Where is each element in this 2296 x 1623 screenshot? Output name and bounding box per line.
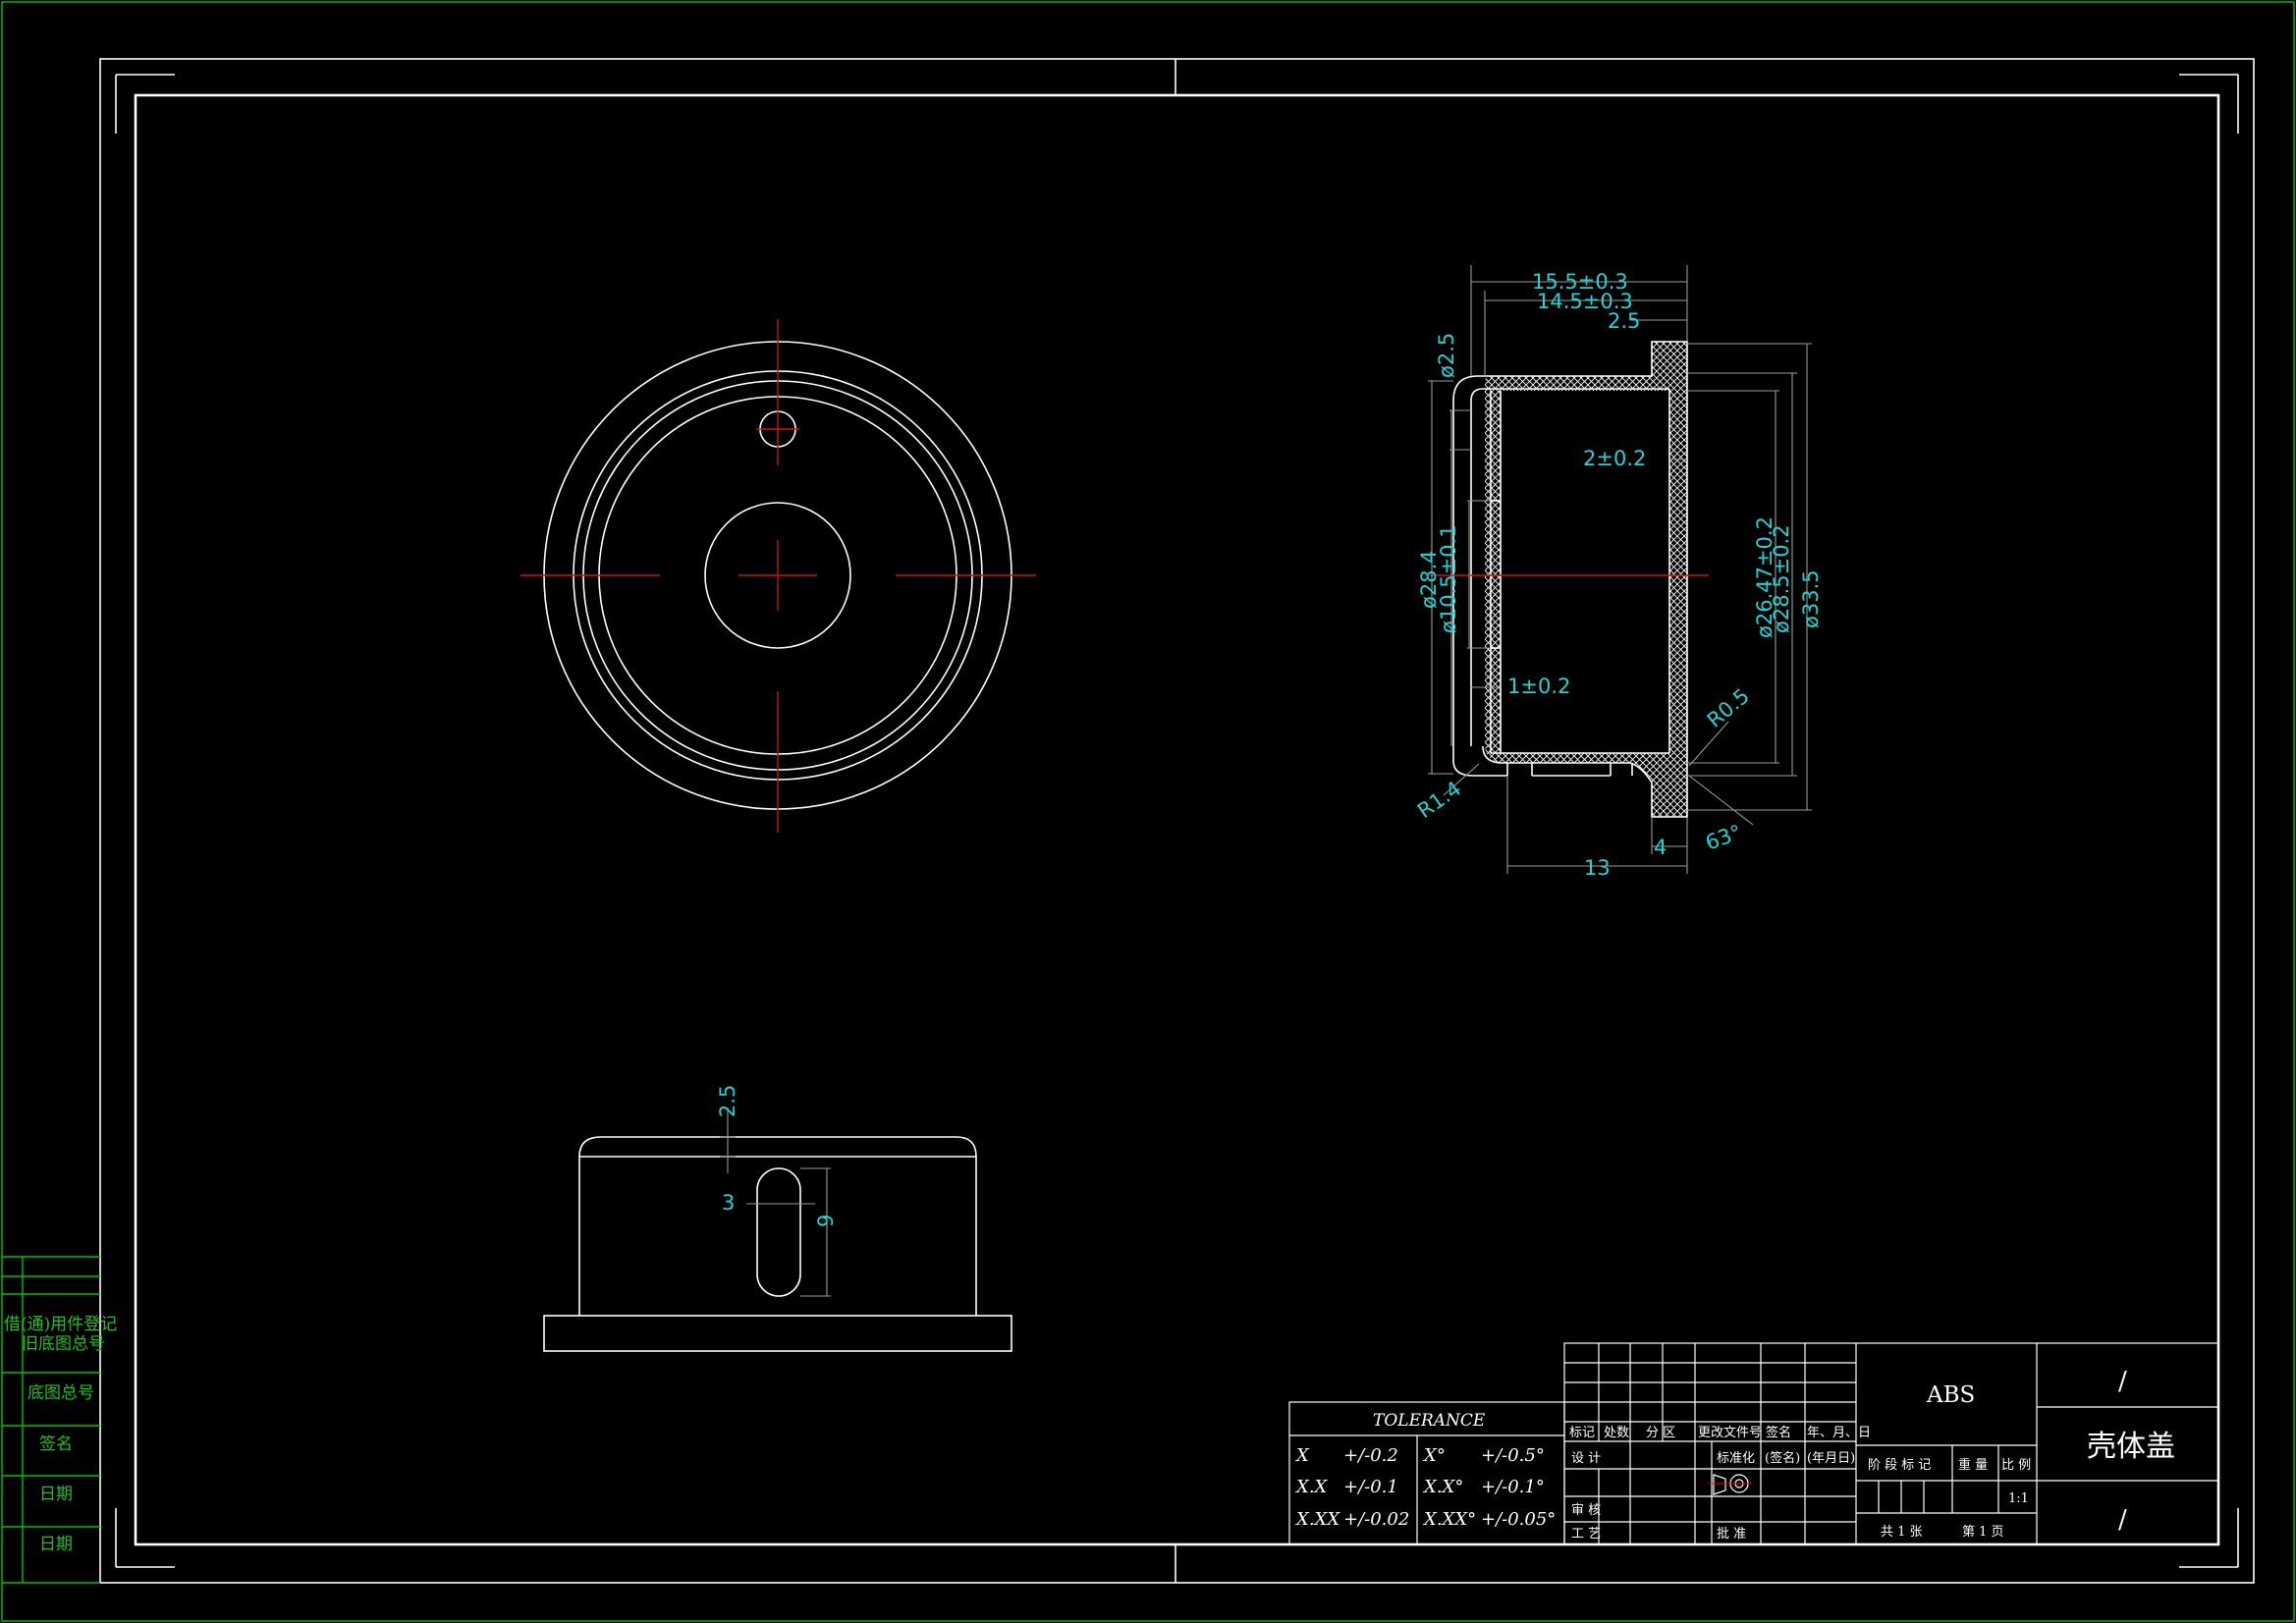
tolerance-title: TOLERANCE [1373,1411,1486,1431]
dim-text: 2.5 [716,1085,739,1117]
title-header-label: 签名 [1766,1425,1791,1440]
tolerance-key: X [1294,1445,1310,1466]
side-strip-cell: 日期 [39,1485,73,1504]
title-header-label: 处数 [1604,1426,1629,1440]
tolerance-key: X.X [1294,1477,1329,1497]
title-part-name: 壳体盖 [2087,1430,2175,1464]
tolerance-value: +/-0.2 [1343,1445,1398,1466]
dim-text: 3 [722,1191,735,1215]
dim-text: 4 [1654,836,1667,859]
title-sheets-total: 共 1 张 [1881,1525,1923,1540]
tolerance-value: +/-0.1 [1343,1477,1398,1497]
tolerance-value: +/-0.02 [1343,1509,1409,1530]
title-stage-label: 阶 段 标 记 [1868,1458,1931,1473]
title-scale-label: 比 例 [2001,1458,2031,1473]
tolerance-key: X.X° [1422,1477,1463,1497]
title-material: ABS [1926,1382,1975,1408]
title-header-label: 更改文件号 [1698,1426,1762,1440]
dim-text: ø28.5±0.2 [1770,524,1793,633]
title-approve-label: 批 准 [1717,1527,1746,1542]
title-slash-bottom: / [2118,1505,2127,1535]
tolerance-key: X.XX° [1422,1509,1476,1530]
tolerance-key: X° [1422,1445,1446,1466]
tolerance-value: +/-0.1° [1481,1477,1545,1497]
tolerance-value: +/-0.5° [1481,1445,1545,1466]
tolerance-table: TOLERANCE X +/-0.2 X° +/-0.5° X.X +/-0.1… [1288,1401,1565,1545]
dim-text: R0.5 [1703,684,1754,732]
title-signature-label: (签名) [1765,1450,1800,1466]
title-design-label: 设 计 [1571,1451,1601,1466]
side-strip-cell: 旧底图总号 [22,1334,105,1354]
dim-text: 14.5±0.3 [1537,290,1633,313]
dim-text: 2±0.2 [1583,447,1646,470]
title-scale-value: 1:1 [2008,1491,2029,1506]
side-strip-cell: 借(通)用件登记 [4,1315,117,1334]
title-sheet-number: 第 1 页 [1962,1525,2004,1540]
title-review-label: 审 核 [1571,1503,1601,1518]
tolerance-value: +/-0.05° [1481,1509,1556,1530]
title-header-label: 标记 [1569,1426,1595,1440]
title-date-label: (年月日) [1807,1451,1855,1466]
dim-text: 13 [1584,856,1611,880]
title-header-label: 年、月、日 [1807,1426,1871,1440]
bottom-view: 2.5 3 9 [543,1085,1012,1352]
dim-text: ø28.4 [1417,550,1441,609]
dim-text: ø33.5 [1799,569,1823,628]
side-strip-cell: 底图总号 [27,1383,94,1403]
title-standard-label: 标准化 [1717,1451,1755,1466]
dim-text: ø26.47±0.2 [1753,516,1777,638]
dim-text: 1±0.2 [1507,675,1570,698]
side-strip-cell: 日期 [39,1535,73,1554]
dim-text: 15.5±0.3 [1532,270,1628,294]
front-view [520,319,1036,833]
side-strip-cell: 签名 [39,1434,73,1454]
dim-text: 9 [814,1215,838,1227]
dim-text: 2.5 [1608,309,1640,333]
title-slash-top: / [2118,1367,2127,1396]
tolerance-key: X.XX [1294,1509,1340,1530]
title-weight-label: 重 量 [1958,1457,1988,1473]
dim-text: ø2.5 [1435,333,1458,378]
title-process-label: 工 艺 [1571,1527,1601,1542]
dim-text: 63° [1703,820,1745,854]
projection-symbol-icon [1709,1474,1752,1495]
title-header-label: 分 区 [1646,1426,1675,1440]
section-view: 15.5±0.3 14.5±0.3 2.5 ø2.5 2±0.2 ø28.4 ø… [1413,265,1823,880]
dim-text: ø10.5±0.1 [1437,524,1460,633]
drawing-frame [99,58,2255,1584]
side-strip-table: 借(通)用件登记 旧底图总号 底图总号 签名 日期 日期 [2,1256,117,1584]
title-block: 标记 处数 分 区 更改文件号 签名 年、月、日 设 计 标准化 (签名) (年… [1563,1342,2219,1545]
